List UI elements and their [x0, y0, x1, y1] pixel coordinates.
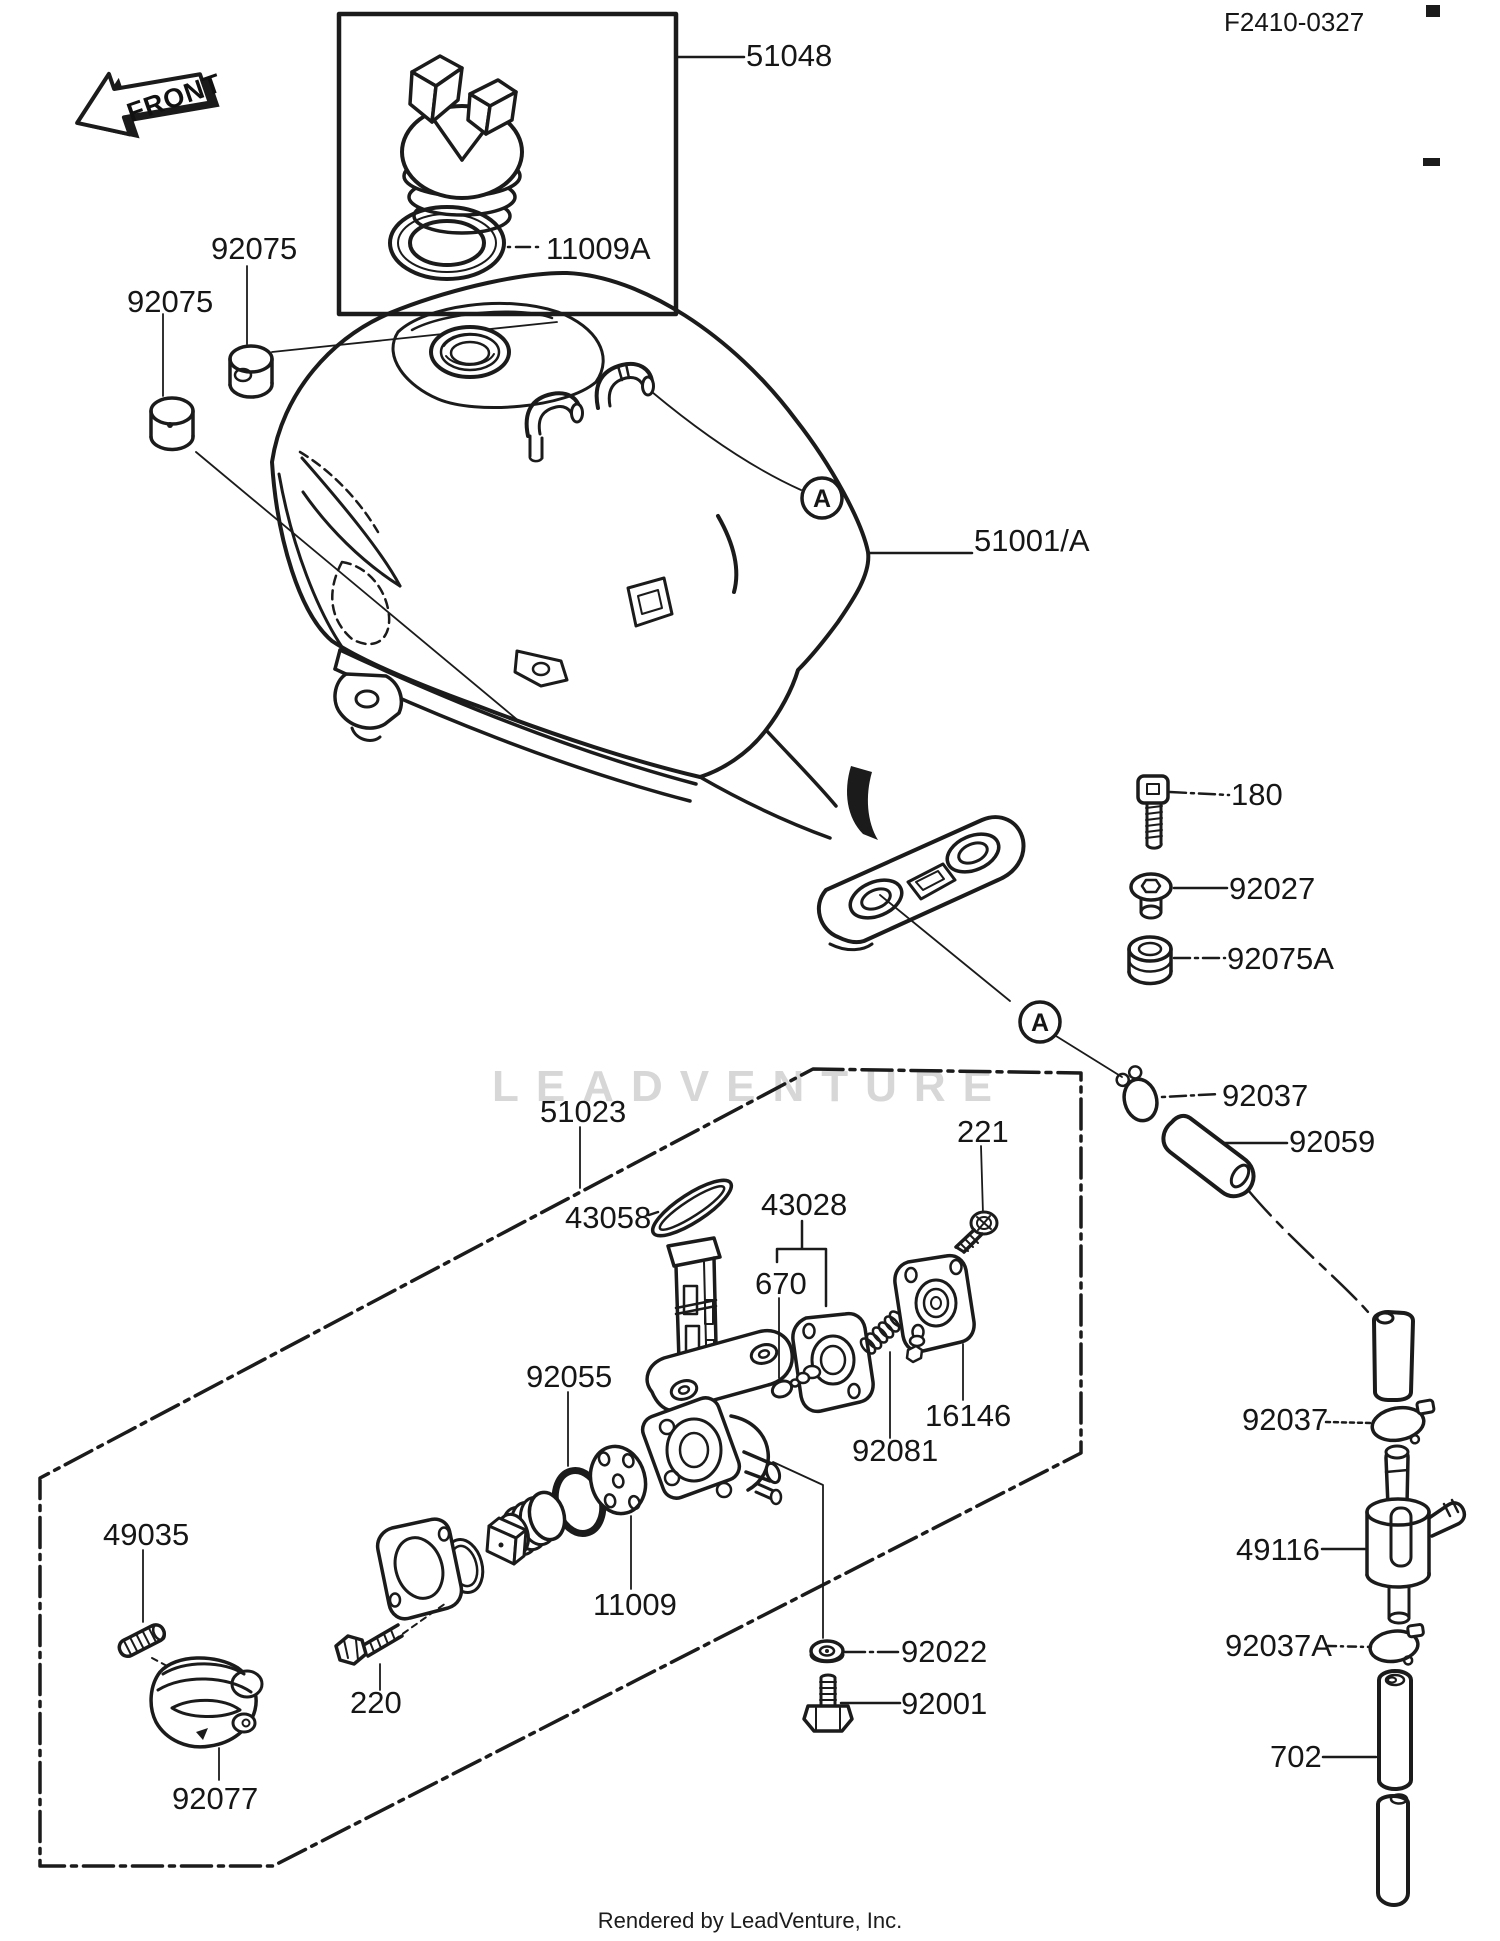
part-label-43058: 43058: [565, 1200, 651, 1235]
part-label-92022: 92022: [901, 1634, 987, 1669]
part-label-43028: 43028: [761, 1187, 847, 1222]
part-label-92001: 92001: [901, 1686, 987, 1721]
part-label-92037-filter: 92037: [1242, 1402, 1328, 1437]
leadventure-watermark: LEADVENTURE: [492, 1062, 1010, 1111]
fuel-cap-drawing: [400, 54, 524, 235]
part-label-51048: 51048: [746, 38, 832, 73]
part-label-92027: 92027: [1229, 871, 1315, 906]
part-label-702: 702: [1270, 1739, 1322, 1774]
part-label-49116: 49116: [1236, 1532, 1320, 1567]
part-label-92055: 92055: [526, 1359, 612, 1394]
fuel-filter-drawing: [1320, 1444, 1467, 1625]
petcock-group-boundary: [38, 1067, 1083, 1868]
damper-rear-drawing: [1127, 935, 1227, 986]
part-label-51023: 51023: [540, 1094, 626, 1129]
part-label-92075-left: 92075: [127, 284, 213, 319]
clamp-tank-hose-drawing: [1115, 1065, 1221, 1123]
tube-drawing: [1321, 1669, 1413, 1907]
filter-upper-tube-drawing: [1372, 1310, 1415, 1402]
spring-drawing: [859, 1310, 906, 1355]
part-label-51001A: 51001/A: [974, 523, 1090, 558]
svg-text:A: A: [813, 485, 831, 513]
part-label-92081: 92081: [852, 1433, 938, 1468]
damper-front-right-drawing: [228, 265, 558, 399]
part-label-92075-right: 92075: [211, 231, 297, 266]
collar-drawing: [1129, 872, 1229, 920]
part-label-11009A: 11009A: [546, 231, 651, 266]
svg-text:A: A: [1031, 1009, 1049, 1037]
clamp-filter-top-drawing: [1324, 1398, 1436, 1445]
part-label-92077: 92077: [172, 1781, 258, 1816]
part-label-221: 221: [957, 1114, 1009, 1149]
cap-gasket-drawing: [388, 205, 546, 281]
part-label-11009: 11009: [593, 1587, 677, 1622]
render-credit: Rendered by LeadVenture, Inc.: [597, 1908, 903, 1933]
part-label-49035: 49035: [103, 1517, 189, 1552]
part-label-92037A: 92037A: [1225, 1628, 1332, 1663]
part-label-220: 220: [350, 1685, 402, 1720]
clamp-filter-bottom-drawing: [1326, 1623, 1425, 1666]
part-label-180: 180: [1231, 777, 1283, 812]
detail-marker-a-top: A: [800, 476, 844, 520]
hose-elbow-drawing: [1161, 1113, 1370, 1314]
part-label-92059: 92059: [1289, 1124, 1375, 1159]
part-label-92075A: 92075A: [1227, 941, 1334, 976]
registration-marks: [1423, 5, 1440, 166]
damper-front-left-drawing: [149, 313, 521, 723]
rear-bolt-drawing: [1136, 774, 1231, 850]
part-label-670: 670: [755, 1266, 807, 1301]
fuel-cap-box: [336, 11, 746, 317]
petcock-assembly-drawing: [117, 1126, 999, 1781]
washer-drawing: [809, 1639, 902, 1664]
front-direction-arrow: FRONT: [75, 68, 226, 139]
part-label-16146: 16146: [925, 1398, 1011, 1433]
detail-marker-a-bottom: A: [1018, 1000, 1062, 1044]
diagram-code: F2410-0327: [1224, 7, 1364, 37]
fuel-tank-drawing: [270, 270, 1123, 1078]
drain-bolt-drawing: [802, 1673, 902, 1733]
part-label-92037-tank: 92037: [1222, 1078, 1308, 1113]
